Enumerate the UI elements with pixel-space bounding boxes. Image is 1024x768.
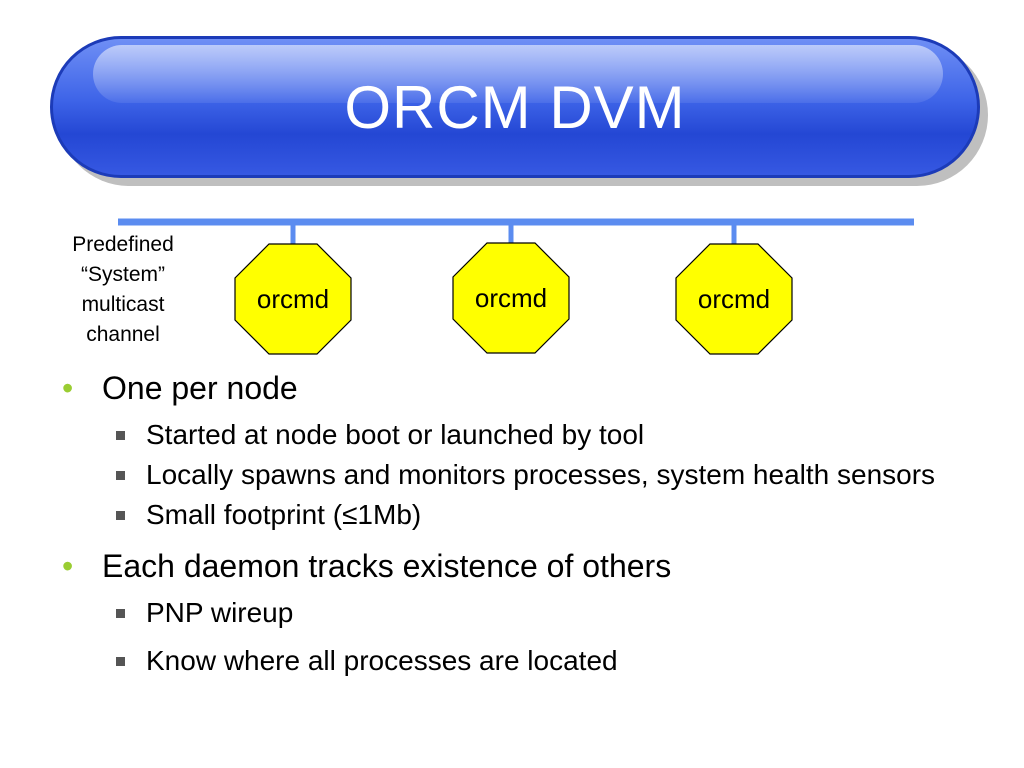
multicast-diagram: orcmd orcmd orcmd [118,218,914,355]
square-bullet-icon [116,471,125,480]
daemon-octagon-2 [452,242,570,354]
channel-label-line: multicast [81,293,165,316]
sub-bullet-item: Know where all processes are located [60,644,960,678]
square-bullet-icon [116,431,125,440]
square-bullet-icon [116,609,125,618]
square-bullet-icon [116,511,125,520]
sub-bullet-item: PNP wireup [60,596,960,630]
daemon-octagon-3 [675,243,793,355]
channel-label-line: “System” [81,263,165,286]
bullet-item: • One per node [60,368,960,408]
sub-bullet-text: Know where all processes are located [146,645,618,676]
bullet-item: • Each daemon tracks existence of others [60,546,960,586]
sub-bullet-text: PNP wireup [146,597,294,628]
bullet-text: Each daemon tracks existence of others [102,548,672,584]
channel-label-line: Predefined [72,233,174,256]
sub-bullet-text: Started at node boot or launched by tool [146,419,645,450]
slide-title: ORCM DVM [344,73,686,141]
bullet-list: • One per node Started at node boot or l… [60,368,960,684]
daemon-label-3: orcmd [698,284,770,314]
daemon-label-2: orcmd [475,283,547,313]
title-banner: ORCM DVM [50,36,980,178]
channel-label: Predefined “System” multicast channel [56,230,190,350]
title-gloss [93,45,943,103]
sub-bullet-text: Locally spawns and monitors processes, s… [146,459,936,490]
bullet-text: One per node [102,370,298,406]
sub-bullet-item: Locally spawns and monitors processes, s… [60,458,960,492]
sub-bullet-item: Started at node boot or launched by tool [60,418,960,452]
daemon-octagon-1 [234,243,352,355]
sub-bullet-text: Small footprint (≤1Mb) [146,499,422,530]
daemon-label-1: orcmd [257,284,329,314]
bullet-dot-icon: • [62,370,74,406]
bullet-dot-icon: • [62,548,74,584]
channel-label-line: channel [86,323,160,346]
square-bullet-icon [116,657,125,666]
sub-bullet-item: Small footprint (≤1Mb) [60,498,960,532]
